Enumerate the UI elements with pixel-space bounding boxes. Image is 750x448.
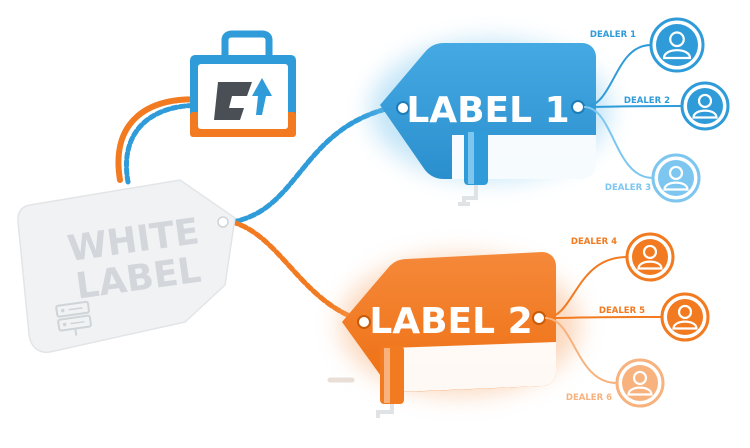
user-icon-body bbox=[672, 320, 698, 330]
dealer-branch-line bbox=[544, 316, 663, 319]
label-1-paint-roller-icon bbox=[458, 130, 488, 206]
cord-to-label-1 bbox=[229, 105, 393, 225]
server-icon bbox=[55, 300, 92, 336]
dealer-label: DEALER 3 bbox=[605, 183, 651, 193]
label-2-paint-roller-icon bbox=[327, 346, 404, 418]
dealer-branch-line bbox=[583, 106, 654, 179]
dealer-node-1: DEALER 1 bbox=[590, 17, 705, 73]
user-icon bbox=[677, 304, 693, 320]
user-icon bbox=[669, 31, 685, 48]
user-icon bbox=[668, 165, 684, 181]
dealer-branch-line bbox=[544, 317, 618, 384]
cord-to-label-2 bbox=[229, 219, 363, 323]
user-icon-body bbox=[663, 181, 689, 191]
label-1-tag: LABEL 1 bbox=[370, 40, 610, 206]
dealer-branch-line bbox=[544, 256, 628, 319]
label-2-right-hole bbox=[532, 311, 546, 325]
label-1-right-hole bbox=[571, 100, 585, 114]
white-label-tag: WHITE LABEL bbox=[17, 179, 236, 354]
dealer-branch-line bbox=[583, 105, 683, 108]
user-icon-body bbox=[637, 260, 663, 270]
label-2-hole bbox=[357, 315, 371, 329]
dealer-label: DEALER 2 bbox=[624, 96, 670, 106]
logo-cord-orange bbox=[115, 96, 208, 183]
briefcase-logo-icon bbox=[190, 30, 296, 137]
user-icon-body bbox=[627, 386, 653, 396]
dealer-node-2: DEALER 2 bbox=[624, 81, 730, 131]
user-icon bbox=[697, 93, 713, 109]
dealer-label: DEALER 1 bbox=[590, 30, 636, 40]
dealer-branch-line bbox=[583, 44, 652, 108]
dealer-label: DEALER 4 bbox=[571, 237, 617, 247]
dealer-node-4: DEALER 4 bbox=[571, 232, 675, 282]
label-1-hole bbox=[396, 101, 410, 115]
user-icon-body bbox=[692, 109, 718, 119]
dealer-node-6: DEALER 6 bbox=[566, 358, 665, 408]
label-1-text: LABEL 1 bbox=[406, 90, 569, 131]
label-2-tag: LABEL 2 bbox=[327, 252, 580, 418]
user-icon-body bbox=[662, 49, 692, 60]
user-icon bbox=[642, 244, 658, 260]
dealer-branch-lines bbox=[544, 44, 683, 384]
user-icon bbox=[632, 370, 648, 386]
dealer-node-5: DEALER 5 bbox=[599, 292, 710, 342]
label-2-paint-strip bbox=[390, 342, 556, 392]
white-label-hole bbox=[217, 216, 229, 228]
dealer-node-3: DEALER 3 bbox=[605, 153, 701, 203]
dealer-label: DEALER 5 bbox=[599, 306, 645, 316]
dealer-label: DEALER 6 bbox=[566, 393, 612, 403]
label-2-text: LABEL 2 bbox=[369, 301, 532, 342]
dealer-nodes: DEALER 1 DEALER 2 DEALER 3 DEALER 4 DEALER 5… bbox=[566, 17, 730, 408]
